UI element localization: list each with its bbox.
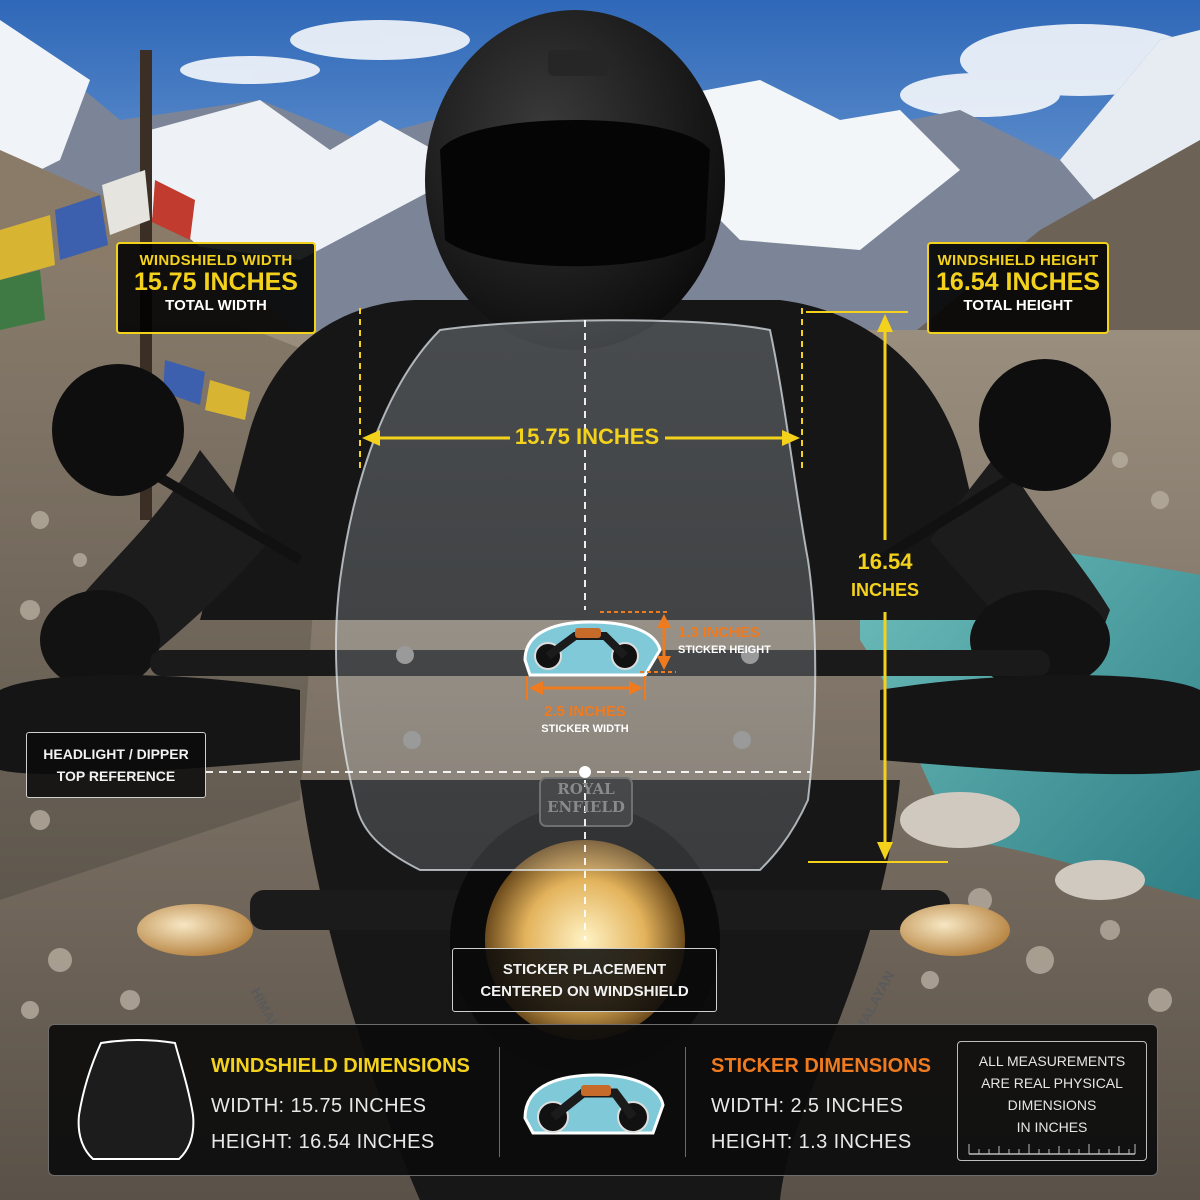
sticker-placement-box: STICKER PLACEMENT CENTERED ON WINDSHIELD [452,948,717,1012]
royal-enfield-badge: ROYAL ENFIELD [540,780,632,816]
width-dimension-label: 15.75 INCHES [514,424,660,449]
height-label-line1: WINDSHIELD HEIGHT [937,252,1099,269]
placement-line1: STICKER PLACEMENT [502,961,667,978]
width-dimension [359,308,803,470]
sticker-width-caption: STICKER WIDTH [541,723,629,735]
height-dim-line1: 16.54 [857,549,913,574]
note-line-1: ALL MEASUREMENTS [978,1053,1126,1069]
windshield-bolts [396,646,759,749]
note-line-4: IN INCHES [1016,1119,1088,1135]
dimensions-summary-panel: WINDSHIELD DIMENSIONS WIDTH: 15.75 INCHE… [48,1024,1158,1176]
headlight-ref-line2: TOP REFERENCE [56,768,176,784]
river-rocks [900,690,1145,900]
windshield [334,319,817,871]
ruler-icon [968,1144,1136,1155]
sticker-preview-icon [523,1073,665,1135]
height-label-line2: 16.54 INCHES [936,268,1100,296]
left-indicator [137,904,253,956]
height-label-line3: TOTAL HEIGHT [963,296,1073,314]
sticker-dims-heading: STICKER DIMENSIONS [711,1055,932,1077]
windshield-width-label: WINDSHIELD WIDTH 15.75 INCHES TOTAL WIDT… [116,242,316,334]
panel-divider-2 [685,1047,686,1157]
note-line-3: DIMENSIONS [1007,1097,1097,1113]
measurement-note: ALL MEASUREMENTS ARE REAL PHYSICAL DIMEN… [957,1041,1147,1161]
height-dim-line2: INCHES [850,580,919,600]
helmet-visor [440,120,710,267]
sticker-height-annotation: 1.3 INCHES STICKER HEIGHT [678,624,788,656]
sticker-height-value: 1.3 INCHES [678,624,760,641]
panel-divider-1 [499,1047,500,1157]
width-label-line1: WINDSHIELD WIDTH [139,252,293,269]
sticker-width-dimension [526,676,646,700]
sticker-height-dimension [600,611,676,673]
placement-line2: CENTERED ON WINDSHIELD [480,983,689,1000]
windshield-height-line: HEIGHT: 16.54 INCHES [211,1131,435,1153]
badge-line1: ROYAL [557,780,615,798]
height-dimension-label: 16.54 INCHES [838,548,932,604]
reference-point [579,766,591,778]
mirrors [52,359,1111,565]
sticker-width-value: 2.5 INCHES [544,703,626,720]
badge-line2: ENFIELD [547,798,625,816]
width-label-line2: 15.75 INCHES [134,268,298,296]
headlight-reference-box: HEADLIGHT / DIPPER TOP REFERENCE [26,732,206,798]
windshield-dims-heading: WINDSHIELD DIMENSIONS [211,1055,470,1077]
sticker-width-annotation: 2.5 INCHES STICKER WIDTH [520,703,650,735]
motorcycle-sticker-icon [523,620,662,677]
sticker-width-line: WIDTH: 2.5 INCHES [711,1095,904,1117]
windshield-height-label: WINDSHIELD HEIGHT 16.54 INCHES TOTAL HEI… [927,242,1109,334]
right-indicator [900,904,1010,956]
center-guide [205,320,810,940]
headlight-ref-line1: HEADLIGHT / DIPPER [43,746,189,762]
width-label-line3: TOTAL WIDTH [165,296,267,314]
note-line-2: ARE REAL PHYSICAL [981,1075,1123,1091]
sticker-height-line: HEIGHT: 1.3 INCHES [711,1131,912,1153]
windshield-width-line: WIDTH: 15.75 INCHES [211,1095,427,1117]
sticker-height-caption: STICKER HEIGHT [678,644,771,656]
windshield-outline-icon [77,1039,195,1160]
height-dimension [806,311,948,863]
